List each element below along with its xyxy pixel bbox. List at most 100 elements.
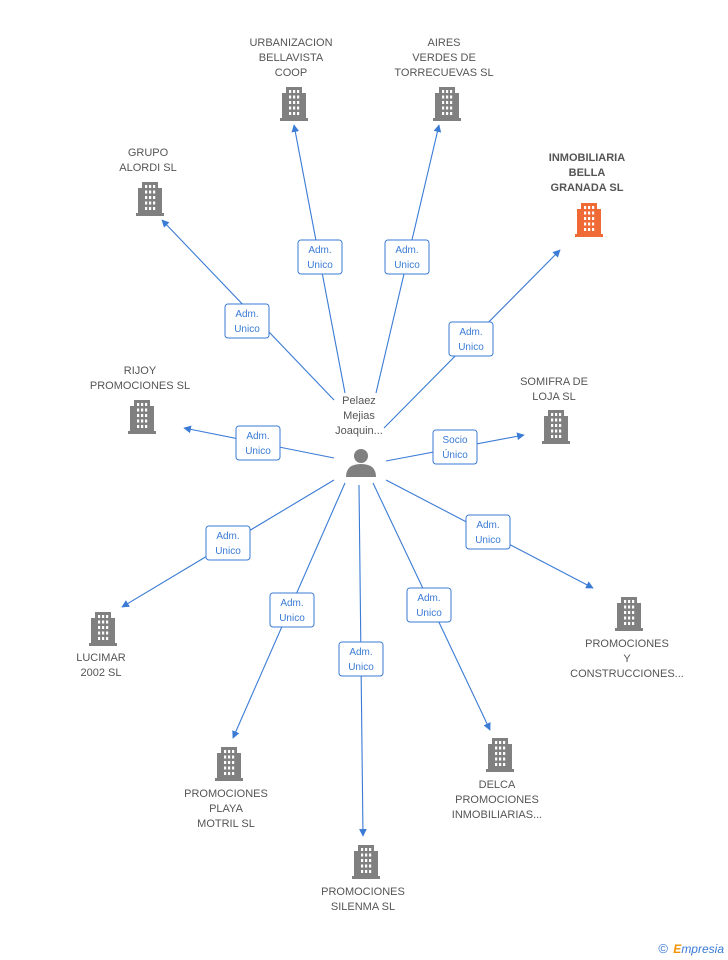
building-icon	[128, 400, 156, 434]
edge-label-silenma[interactable]: Adm. Unico	[338, 641, 384, 677]
company-name-line: INMOBILIARIA	[549, 152, 625, 164]
edge-label-line: Adm.	[280, 598, 303, 609]
edge-label-box	[205, 525, 251, 561]
company-node-aires[interactable]: AIRES VERDES DE TORRECUEVAS SL	[394, 37, 494, 121]
edge-label-construcciones[interactable]: Adm. Unico	[465, 514, 511, 550]
edge-label-box	[465, 514, 511, 550]
company-node-lucimar[interactable]: LUCIMAR 2002 SL	[76, 612, 126, 679]
edge-label-lucimar[interactable]: Adm. Unico	[205, 525, 251, 561]
edge-label-line: Adm.	[349, 647, 372, 658]
edge-label-line: Adm.	[235, 309, 258, 320]
edge-label-box	[448, 321, 494, 357]
company-node-delca[interactable]: DELCA PROMOCIONES INMOBILIARIAS...	[452, 738, 542, 821]
company-name-line: VERDES DE	[412, 52, 476, 64]
company-name-line: DELCA	[479, 779, 516, 791]
edge-label-line: Unico	[394, 260, 420, 271]
building-icon	[433, 87, 461, 121]
person-icon	[346, 449, 376, 477]
edge-label-box	[406, 587, 452, 623]
building-icon	[352, 845, 380, 879]
company-name-line: PLAYA	[209, 803, 243, 815]
company-node-construcciones[interactable]: PROMOCIONES Y CONSTRUCCIONES...	[570, 597, 684, 680]
building-icon	[542, 410, 570, 444]
edge-label-line: Adm.	[395, 245, 418, 256]
edge-label-line: Adm.	[459, 327, 482, 338]
center-person[interactable]: PelaezMejiasJoaquin...	[335, 395, 383, 477]
company-name-line: MOTRIL SL	[197, 818, 255, 830]
company-name-line: GRUPO	[128, 147, 169, 159]
company-name-line: TORRECUEVAS SL	[394, 67, 493, 79]
building-icon	[136, 182, 164, 216]
edge-label-line: Unico	[234, 324, 260, 335]
edge-label-line: Único	[442, 448, 468, 461]
edge-label-box	[224, 303, 270, 339]
edge-label-line: Unico	[475, 535, 501, 546]
person-name-line: Mejias	[343, 410, 375, 422]
edge-label-box	[235, 425, 281, 461]
edge-label-line: Adm.	[246, 431, 269, 442]
edge-label-box	[269, 592, 315, 628]
company-name-line: CONSTRUCCIONES...	[570, 668, 684, 680]
company-name-line: 2002 SL	[81, 667, 122, 679]
edge-label-line: Adm.	[308, 245, 331, 256]
edge-label-line: Adm.	[417, 593, 440, 604]
company-node-silenma[interactable]: PROMOCIONES SILENMA SL	[321, 845, 405, 913]
company-name-line: COOP	[275, 67, 307, 79]
edge-label-line: Unico	[458, 342, 484, 353]
edge-label-rijoy[interactable]: Adm. Unico	[235, 425, 281, 461]
building-icon	[89, 612, 117, 646]
company-name-line: SILENMA SL	[331, 901, 395, 913]
company-node-grupo[interactable]: GRUPO ALORDI SL	[119, 147, 177, 216]
edge-label-line: Unico	[307, 260, 333, 271]
company-name-line: Y	[623, 653, 631, 665]
edge-label-delca[interactable]: Adm. Unico	[406, 587, 452, 623]
company-name-line: LOJA SL	[532, 391, 575, 403]
building-icon	[575, 203, 603, 237]
company-node-somifra[interactable]: SOMIFRA DE LOJA SL	[520, 376, 588, 444]
company-name-line: GRANADA SL	[551, 182, 624, 194]
edge-label-grupo[interactable]: Adm. Unico	[224, 303, 270, 339]
company-name-line: PROMOCIONES	[455, 794, 539, 806]
company-name-line: ALORDI SL	[119, 162, 176, 174]
edge-label-line: Unico	[215, 546, 241, 557]
edge-label-box	[384, 239, 430, 275]
edge-label-line: Unico	[416, 608, 442, 619]
edge-label-line: Socio	[442, 435, 467, 446]
brand-initial: E	[673, 942, 682, 956]
company-node-playa[interactable]: PROMOCIONES PLAYA MOTRIL SL	[184, 747, 268, 830]
building-icon	[215, 747, 243, 781]
company-name-line: PROMOCIONES	[184, 788, 268, 800]
edge-label-line: Adm.	[216, 531, 239, 542]
company-name-line: INMOBILIARIAS...	[452, 809, 542, 821]
edge-label-aires[interactable]: Adm. Unico	[384, 239, 430, 275]
company-name-line: PROMOCIONES SL	[90, 380, 190, 392]
edge-label-box	[338, 641, 384, 677]
edge-label-playa[interactable]: Adm. Unico	[269, 592, 315, 628]
building-icon	[615, 597, 643, 631]
company-name-line: LUCIMAR	[76, 652, 126, 664]
edge-label-box	[432, 429, 478, 465]
company-name-line: URBANIZACION	[249, 37, 332, 49]
edge-label-urbanizacion[interactable]: Adm. Unico	[297, 239, 343, 275]
footer-brand[interactable]: © Empresia	[658, 941, 724, 956]
company-name-line: PROMOCIONES	[321, 886, 405, 898]
company-name-line: AIRES	[427, 37, 460, 49]
edge-label-line: Unico	[279, 613, 305, 624]
edge-label-inmobiliaria[interactable]: Adm. Unico	[448, 321, 494, 357]
edge-label-box	[297, 239, 343, 275]
company-node-inmobiliaria[interactable]: INMOBILIARIA BELLA GRANADA SL	[549, 152, 625, 237]
company-name-line: BELLA	[569, 167, 606, 179]
edge-label-line: Unico	[245, 446, 271, 457]
person-name-line: Joaquin...	[335, 425, 383, 437]
company-name-line: PROMOCIONES	[585, 638, 669, 650]
edge-label-line: Unico	[348, 662, 374, 673]
company-name-line: SOMIFRA DE	[520, 376, 588, 388]
building-icon	[280, 87, 308, 121]
edge-label-line: Adm.	[476, 520, 499, 531]
